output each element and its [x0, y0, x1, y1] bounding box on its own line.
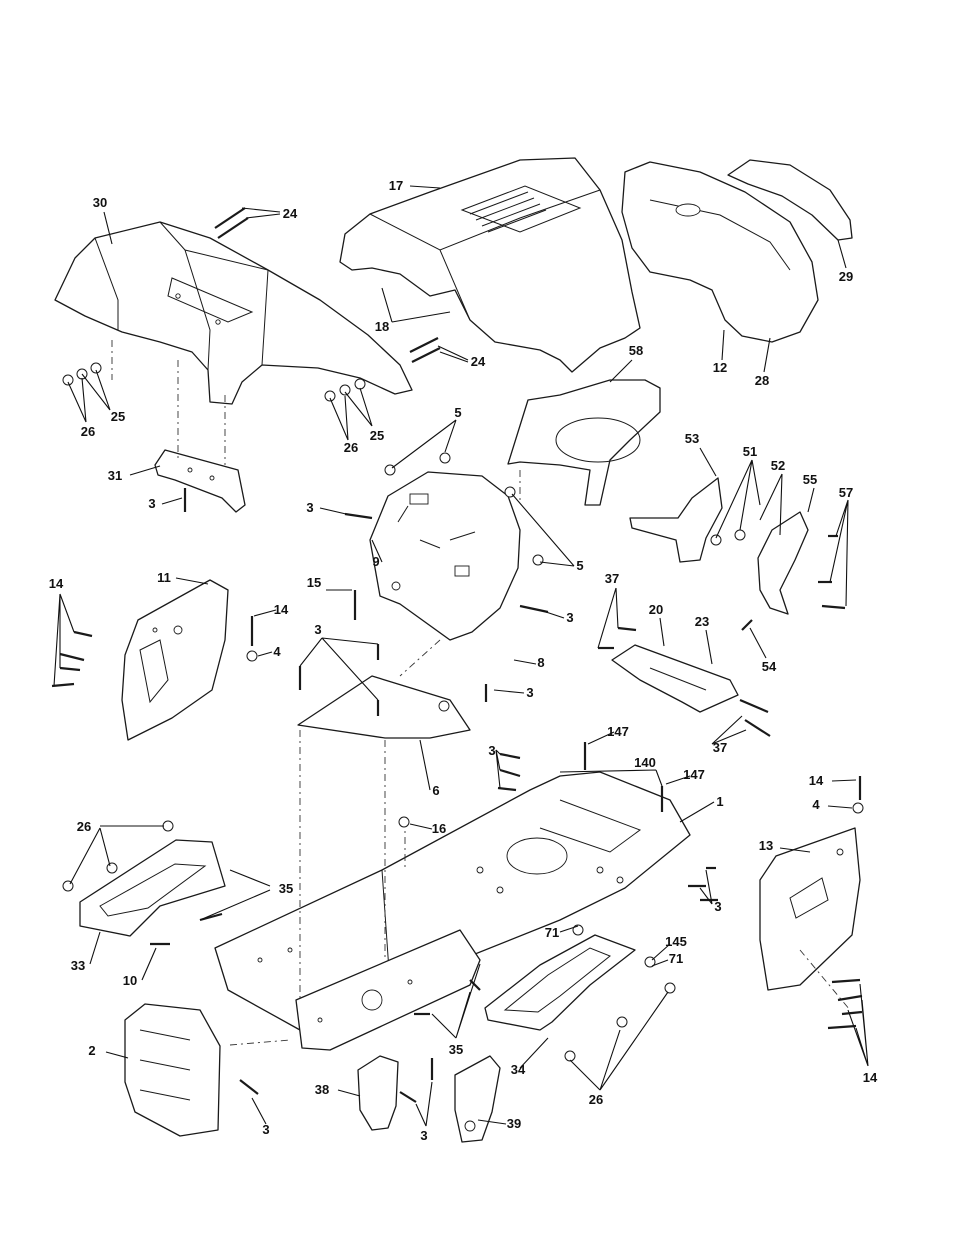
callout-c38: 38 [315, 1082, 329, 1097]
callout-c25b: 25 [370, 428, 384, 443]
callout-c11: 11 [157, 570, 171, 585]
callout-c23: 23 [695, 614, 709, 629]
callout-c10: 10 [123, 973, 137, 988]
callout-c4a: 4 [273, 644, 281, 659]
callout-c3e: 3 [526, 685, 533, 700]
callout-c14a: 14 [49, 576, 64, 591]
callout-c26c: 26 [77, 819, 91, 834]
callout-c26a: 26 [81, 424, 95, 439]
callout-c3g: 3 [714, 899, 721, 914]
callout-c26b: 26 [344, 440, 358, 455]
callout-c35b: 35 [449, 1042, 463, 1057]
callout-c53: 53 [685, 431, 699, 446]
callout-c54: 54 [762, 659, 777, 674]
callout-c55: 55 [803, 472, 817, 487]
callout-c58: 58 [629, 343, 643, 358]
callout-c17: 17 [389, 178, 403, 193]
callout-c3a: 3 [148, 496, 155, 511]
callout-c140: 140 [634, 755, 656, 770]
callout-c51: 51 [743, 444, 757, 459]
front-bracket-part [125, 1004, 220, 1136]
callout-c14c: 14 [809, 773, 824, 788]
callout-c29: 29 [839, 269, 853, 284]
callout-c71b: 71 [669, 951, 683, 966]
callout-c15: 15 [307, 575, 321, 590]
callout-c37b: 37 [713, 740, 727, 755]
callout-c147b: 147 [683, 767, 705, 782]
callout-c14d: 14 [863, 1070, 878, 1085]
callout-c3f: 3 [488, 743, 495, 758]
callout-c3i: 3 [420, 1128, 427, 1143]
callout-c12: 12 [713, 360, 727, 375]
callout-c145: 145 [665, 934, 687, 949]
callout-c16: 16 [432, 821, 446, 836]
callout-c14b: 14 [274, 602, 289, 617]
bracket-31-part [155, 450, 245, 512]
side-panel-left-part [122, 580, 228, 740]
footrest-left-part [80, 840, 225, 936]
callout-c3d: 3 [314, 622, 321, 637]
dash-plate-part [370, 472, 520, 640]
bracket-38-part [358, 1056, 398, 1130]
dash-panel-part [622, 160, 852, 342]
callout-c31: 31 [108, 468, 122, 483]
callout-c39: 39 [507, 1116, 521, 1131]
plate-6-part [298, 676, 470, 738]
callout-c52: 52 [771, 458, 785, 473]
callout-c9: 9 [372, 554, 379, 569]
callout-c3h: 3 [262, 1122, 269, 1137]
callout-c57: 57 [839, 485, 853, 500]
callout-c34: 34 [511, 1062, 526, 1077]
callout-c33: 33 [71, 958, 85, 973]
bracket-39-part [455, 1056, 500, 1142]
callout-c30: 30 [93, 195, 107, 210]
callout-c5a: 5 [454, 405, 461, 420]
callout-c5b: 5 [576, 558, 583, 573]
callout-c28: 28 [755, 373, 769, 388]
callout-c6: 6 [432, 783, 439, 798]
callout-c25a: 25 [111, 409, 125, 424]
callout-c3b: 3 [306, 500, 313, 515]
callout-c24b: 24 [471, 354, 486, 369]
footrest-right-part [485, 935, 635, 1030]
callout-c24a: 24 [283, 206, 298, 221]
callout-c3c: 3 [566, 610, 573, 625]
callout-c18: 18 [375, 319, 389, 334]
callout-c37a: 37 [605, 571, 619, 586]
side-panel-right-part [760, 828, 860, 990]
callout-c8: 8 [537, 655, 544, 670]
callout-c26d: 26 [589, 1092, 603, 1107]
callout-c4b: 4 [812, 797, 820, 812]
callout-c1: 1 [716, 794, 723, 809]
bracket-55-part [758, 512, 808, 614]
mounting-plate-20-part [612, 645, 738, 712]
callout-c35a: 35 [279, 881, 293, 896]
callout-c20: 20 [649, 602, 663, 617]
hood-part [340, 158, 640, 372]
dash-mount-part [508, 380, 660, 505]
bracket-53-part [630, 478, 722, 562]
callout-c147a: 147 [607, 724, 629, 739]
callout-c13: 13 [759, 838, 773, 853]
callout-c2: 2 [88, 1043, 95, 1058]
callout-c71a: 71 [545, 925, 559, 940]
